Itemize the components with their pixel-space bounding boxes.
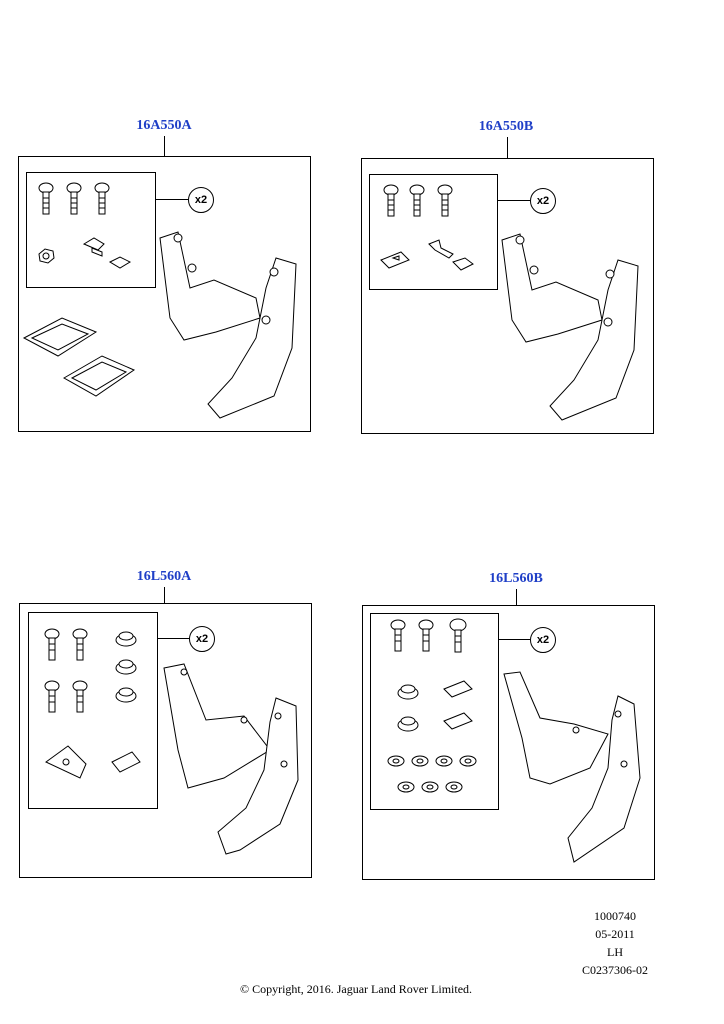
quantity-badge: x2 [188, 187, 214, 213]
clip-icon [443, 712, 473, 730]
bolt-icon [383, 184, 399, 217]
clip-icon [82, 237, 105, 257]
clip-nut-icon [452, 257, 474, 271]
bracket-icon [45, 745, 87, 779]
fastener-kit-box [28, 612, 158, 809]
clip-icon [428, 239, 454, 259]
fastener-kit-illustration [38, 182, 132, 269]
washer-icon [421, 781, 439, 793]
bolt-icon [390, 619, 406, 652]
bolt-icon [44, 680, 60, 713]
flange-nut-icon [115, 659, 137, 675]
leader-line [516, 589, 517, 605]
clip-icon [380, 251, 410, 269]
bolt-icon [38, 182, 54, 215]
washer-icon [435, 755, 453, 767]
qty-leader [497, 200, 530, 201]
part-number-16a550a[interactable]: 16A550A [136, 118, 192, 133]
bolt-icon [418, 619, 434, 652]
flange-nut-icon [115, 631, 137, 647]
kit-panel-16a550a [18, 156, 311, 432]
rear-mudflap-icon [217, 697, 299, 855]
clip-nut-icon [108, 256, 132, 269]
leader-line [164, 587, 165, 603]
copyright-notice: © Copyright, 2016. Jaguar Land Rover Lim… [239, 982, 473, 996]
front-mudflap-icon [163, 663, 271, 789]
mudflap-pair-illustration [503, 671, 641, 863]
sealant-packets-illustration [22, 317, 136, 397]
clip-icon [443, 680, 473, 698]
flange-bolt-icon [44, 628, 60, 661]
fastener-kit-illustration [44, 628, 141, 779]
flange-bolt-icon [449, 618, 467, 653]
illustration-id: C0237306-02 [582, 963, 648, 977]
flange-bolt-icon [72, 628, 88, 661]
reference-date: 05-2011 [595, 927, 635, 941]
bolt-icon [94, 182, 110, 215]
quantity-badge: x2 [530, 188, 556, 214]
flange-nut-icon [397, 716, 419, 732]
part-number-16a550b[interactable]: 16A550B [478, 119, 534, 134]
quantity-badge: x2 [189, 626, 215, 652]
qty-leader [498, 639, 530, 640]
washer-icon [387, 755, 405, 767]
part-number-16l560b[interactable]: 16L560B [489, 571, 543, 586]
nut-icon [38, 248, 55, 264]
fastener-kit-box [369, 174, 498, 290]
bolt-icon [66, 182, 82, 215]
reference-side: LH [607, 945, 623, 959]
kit-panel-16a550b [361, 158, 654, 434]
bolt-icon [437, 184, 453, 217]
fastener-kit-illustration [380, 184, 474, 271]
rear-mudflap-icon [549, 259, 639, 421]
kit-panel-16l560b [362, 605, 655, 880]
flange-nut-icon [115, 687, 137, 703]
fastener-kit-box [26, 172, 156, 288]
sealant-packet-icon [62, 355, 136, 397]
quantity-badge: x2 [530, 627, 556, 653]
bolt-icon [72, 680, 88, 713]
flange-nut-icon [397, 684, 419, 700]
mudflap-pair-illustration [159, 231, 297, 419]
fastener-kit-illustration [387, 618, 477, 793]
bolt-icon [409, 184, 425, 217]
washer-icon [411, 755, 429, 767]
kit-panel-16l560a [19, 603, 312, 878]
washer-icon [445, 781, 463, 793]
front-mudflap-icon [501, 233, 603, 343]
front-mudflap-icon [503, 671, 609, 785]
part-number-16l560a[interactable]: 16L560A [136, 569, 192, 584]
qty-leader [155, 199, 188, 200]
leader-line [164, 136, 165, 156]
rear-mudflap-icon [207, 257, 297, 419]
mudflap-pair-illustration [501, 233, 639, 421]
reference-code: 1000740 [594, 909, 636, 923]
sealant-packet-icon [22, 317, 98, 357]
rear-mudflap-icon [567, 695, 641, 863]
mudflap-pair-illustration [163, 663, 299, 855]
leader-line [507, 137, 508, 158]
fastener-kit-box [370, 613, 499, 810]
qty-leader [157, 638, 189, 639]
clip-icon [111, 751, 141, 773]
washer-icon [459, 755, 477, 767]
washer-icon [397, 781, 415, 793]
front-mudflap-icon [159, 231, 261, 341]
